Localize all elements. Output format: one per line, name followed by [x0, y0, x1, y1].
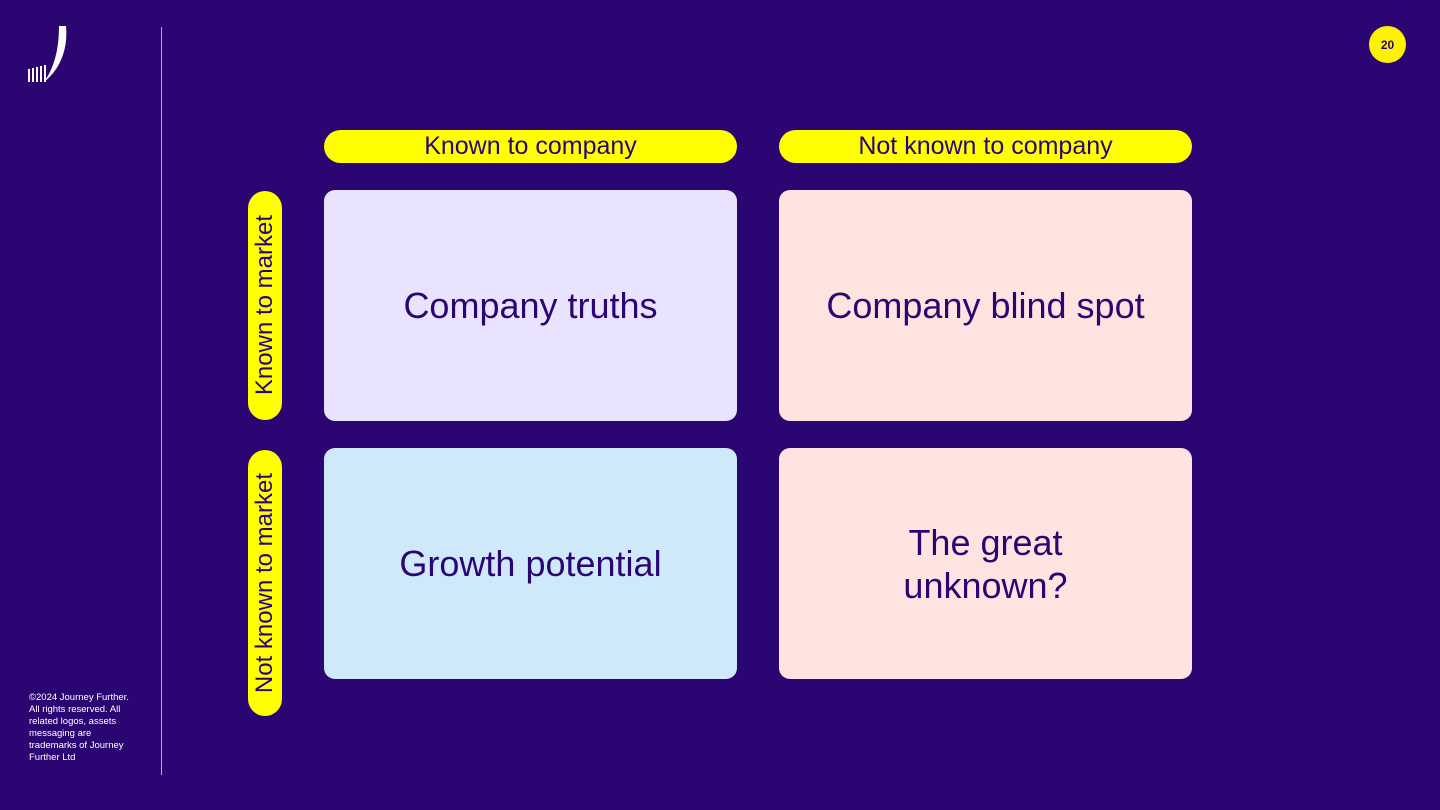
- column-header-known-to-company: Known to company: [324, 130, 737, 163]
- vertical-divider: [161, 27, 162, 775]
- row-header-not-known-to-market: Not known to market: [248, 450, 282, 716]
- quadrant-label: The great unknown?: [903, 521, 1068, 606]
- quadrant-the-great-unknown: The great unknown?: [779, 448, 1192, 679]
- column-header-not-known-to-company: Not known to company: [779, 130, 1192, 163]
- row-header-label: Known to market: [251, 215, 278, 396]
- quadrant-company-truths: Company truths: [324, 190, 737, 421]
- quadrant-growth-potential: Growth potential: [324, 448, 737, 679]
- quadrant-label: Company truths: [403, 285, 658, 326]
- copyright-notice: ©2024 Journey Further. All rights reserv…: [29, 692, 129, 763]
- quadrant-label: Growth potential: [399, 543, 662, 584]
- quadrant-company-blind-spot: Company blind spot: [779, 190, 1192, 421]
- row-header-known-to-market: Known to market: [248, 191, 282, 420]
- quadrant-label: Company blind spot: [826, 285, 1145, 326]
- journey-further-logo: [28, 26, 68, 84]
- row-header-label: Not known to market: [251, 472, 278, 694]
- page-number-badge: 20: [1369, 26, 1406, 63]
